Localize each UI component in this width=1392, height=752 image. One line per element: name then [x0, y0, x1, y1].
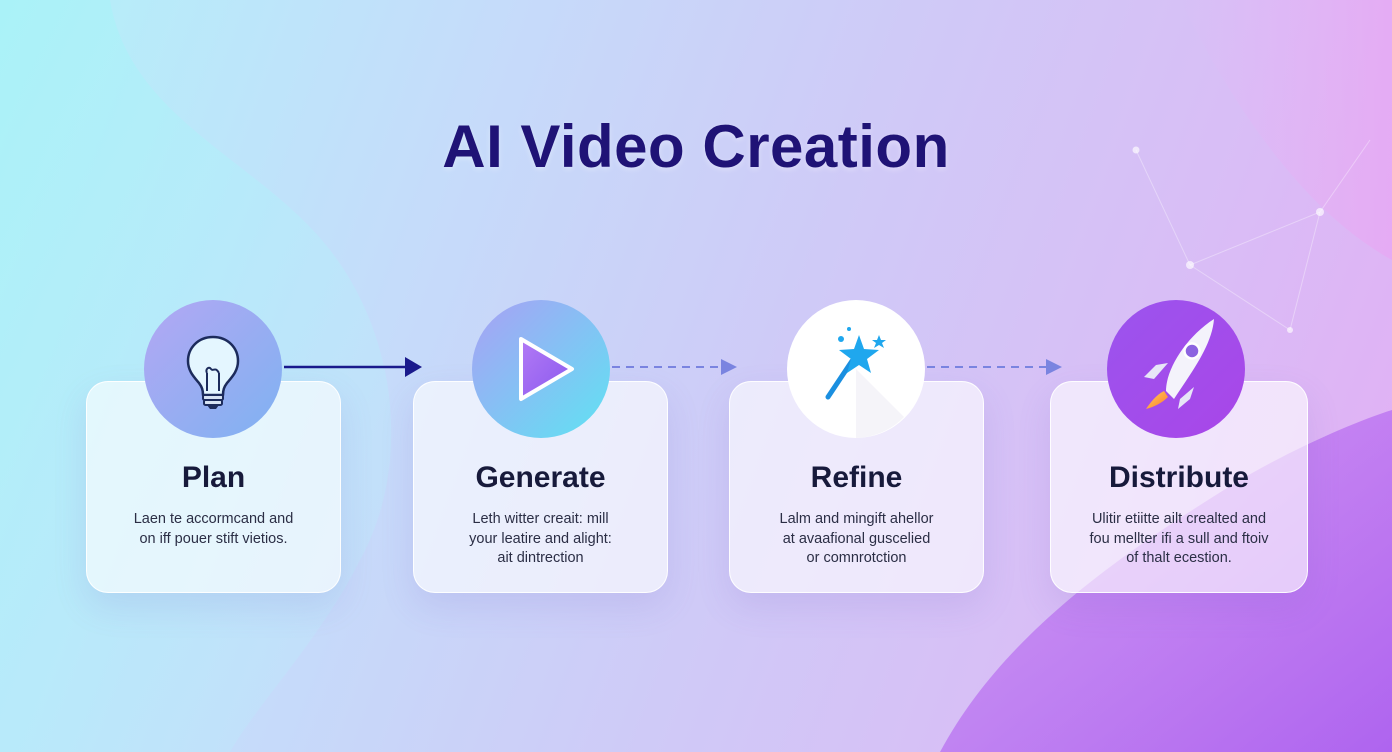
rocket-icon	[1106, 299, 1246, 439]
step-description-line: ait dintrection	[497, 550, 584, 566]
solid-arrow-plan-to-generate	[284, 357, 422, 377]
step-description-line: Ulitir etiitte ailt crealted and	[1091, 511, 1267, 527]
step-description: Ulitir etiitte ailt crealted and fou mel…	[1069, 510, 1289, 569]
step-description-line: Laen te accormcand and	[133, 511, 294, 527]
magic-wand-icon	[786, 299, 926, 439]
page-title: AI Video Creation	[442, 113, 950, 180]
step-description-line: on iff pouer stift vietios.	[139, 530, 288, 547]
step-description-line: Leth witter creait: mill	[472, 511, 609, 527]
dashed-arrow-generate-to-refine	[612, 359, 737, 375]
step-card-generate: Generate Leth witter creait: mill your l…	[413, 381, 668, 593]
step-description-line: at avaafional guscelied	[782, 530, 931, 547]
step-description-line: of thalt ecestion.	[1126, 550, 1232, 566]
step-description: Lalm and mingift ahellor at avaafional g…	[748, 510, 965, 569]
step-description-line: Lalm and mingift ahellor	[779, 511, 934, 527]
lightbulb-icon	[143, 299, 283, 439]
step-description: Leth witter creait: mill your leatire an…	[432, 510, 649, 569]
step-description-line: your leatire and alight:	[469, 530, 612, 547]
dashed-arrow-refine-to-distribute	[927, 359, 1062, 375]
step-description: Laen te accormcand and on iff pouer stif…	[105, 510, 322, 549]
step-description-line: fou mellter ifi a sull and ftoiv	[1089, 530, 1269, 547]
step-title: Plan	[181, 461, 246, 494]
step-description-line: or comnrotction	[806, 550, 907, 566]
step-title: Generate	[475, 461, 606, 494]
step-title: Distribute	[1108, 461, 1249, 494]
step-title: Refine	[810, 461, 903, 494]
play-icon	[471, 299, 611, 439]
